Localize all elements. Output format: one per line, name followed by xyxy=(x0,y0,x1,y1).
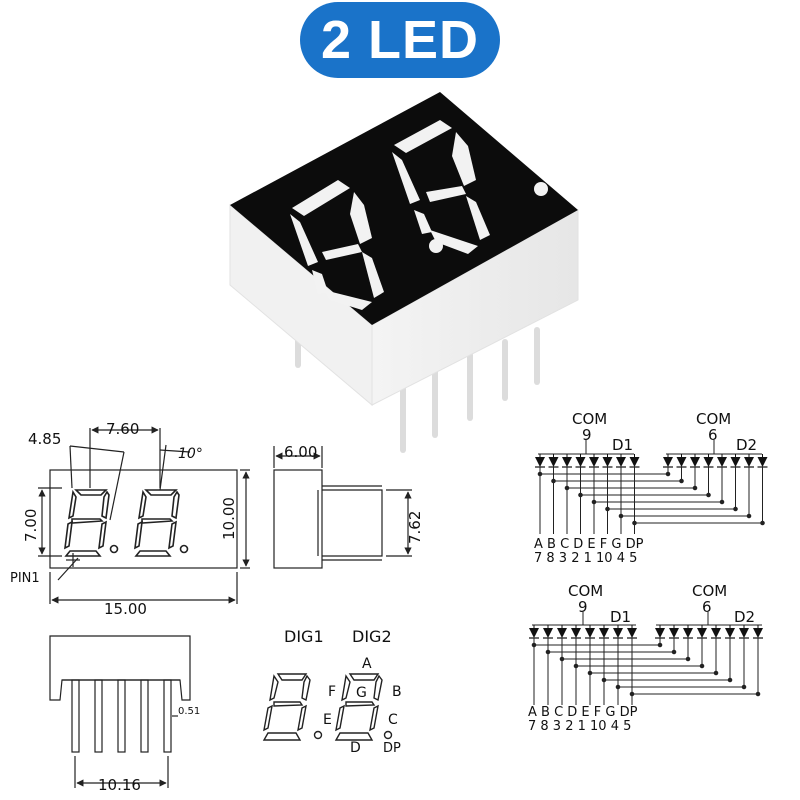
front-digit-1 xyxy=(64,489,119,557)
schematic-top-diodes xyxy=(535,454,768,468)
dim-digit-height-label: 7.00 xyxy=(22,509,40,542)
seg-a-label: A xyxy=(362,656,372,672)
diode-symbol xyxy=(697,628,707,638)
segments-label: A B C D E F G DP xyxy=(534,537,644,552)
dig2-label: DIG2 xyxy=(352,627,392,646)
diode-symbol xyxy=(616,457,626,467)
angle-label: 10° xyxy=(178,446,203,462)
diode-symbol xyxy=(739,628,749,638)
com1-pin-label: 9 xyxy=(578,598,588,616)
dim-digit-pitch-label: 7.60 xyxy=(106,420,139,438)
pins-label: 7 8 3 2 1 10 4 5 xyxy=(528,719,631,734)
diode-symbol xyxy=(683,628,693,638)
schematic-bottom: COM 9 D1 COM 6 D2 A B C D E F G DP 7 8 3… xyxy=(528,582,763,734)
bottom-view-drawing xyxy=(49,635,191,788)
com2-pin-label: 6 xyxy=(702,598,712,616)
side-view-labels: 6.00 7.62 xyxy=(284,443,424,544)
d2-label: D2 xyxy=(736,436,757,454)
d1-label: D1 xyxy=(612,436,633,454)
segments-label: A B C D E F G DP xyxy=(528,705,638,720)
diode-symbol xyxy=(613,628,623,638)
dp-2 xyxy=(534,182,548,196)
seg-b-label: B xyxy=(392,684,402,700)
dim-depth-label: 6.00 xyxy=(284,443,317,461)
schematic-top: COM 9 D1 COM 6 D2 A B C D E F G DP 7 8 3… xyxy=(534,410,768,566)
dim-span-label: 10.16 xyxy=(98,776,141,794)
diode-symbol xyxy=(589,457,599,467)
segment-map xyxy=(262,673,393,741)
diode-symbol xyxy=(757,457,768,467)
com2-label: COM xyxy=(696,410,731,428)
dig1-label: DIG1 xyxy=(284,627,324,646)
com1-pin-label: 9 xyxy=(582,426,592,444)
front-digit-2 xyxy=(134,489,189,557)
diode-symbol xyxy=(602,457,613,467)
seg-g-label: G xyxy=(356,685,367,701)
segment-map-digit-1 xyxy=(262,673,323,741)
diode-symbol xyxy=(535,457,545,467)
diode-symbol xyxy=(744,457,754,467)
digit-2-segments xyxy=(392,120,490,254)
com2-pin-label: 6 xyxy=(708,426,718,444)
dim-width-label: 15.00 xyxy=(104,600,147,618)
led-display-photo xyxy=(229,92,579,453)
diode-symbol xyxy=(557,628,567,638)
diode-symbol xyxy=(655,628,665,638)
led-face xyxy=(230,92,578,325)
diode-symbol xyxy=(711,628,721,638)
com1-label: COM xyxy=(568,582,603,600)
title-badge-label: 2 LED xyxy=(320,10,480,70)
segment-map-digit-2 xyxy=(334,673,393,741)
diode-symbol xyxy=(753,628,763,638)
diode-symbol xyxy=(627,628,637,638)
pins-label: 7 8 3 2 1 10 4 5 xyxy=(534,551,637,566)
bottom-view-labels: 0.51 10.16 xyxy=(98,706,200,794)
diode-symbol xyxy=(730,457,741,467)
diode-symbol xyxy=(529,628,539,638)
d1-label: D1 xyxy=(610,608,631,626)
seg-c-label: C xyxy=(388,712,398,728)
diode-symbol xyxy=(543,628,553,638)
segment-map-labels: DIG1 DIG2 A B C D E F G DP xyxy=(284,627,402,756)
diode-symbol xyxy=(690,457,700,467)
diode-symbol xyxy=(599,628,609,638)
dim-height-label: 10.00 xyxy=(220,497,238,540)
diode-symbol xyxy=(703,457,714,467)
diode-symbol xyxy=(575,457,586,467)
schematic-bottom-bus xyxy=(531,638,761,705)
diode-symbol xyxy=(548,457,559,467)
schematic-top-bus xyxy=(537,467,765,534)
seg-dp-label: DP xyxy=(383,741,401,756)
dim-offset-label: 4.85 xyxy=(28,430,61,448)
diode-symbol xyxy=(669,628,679,638)
seg-d-label: D xyxy=(350,740,361,756)
title-badge: 2 LED xyxy=(300,2,500,78)
diode-symbol xyxy=(676,457,687,467)
com2-label: COM xyxy=(692,582,727,600)
dp-1 xyxy=(429,239,443,253)
digit-1-segments xyxy=(290,180,384,310)
com1-label: COM xyxy=(572,410,607,428)
pin1-label: PIN1 xyxy=(10,571,40,586)
seg-f-label: F xyxy=(328,684,336,700)
front-view-labels: 15.00 10.00 7.00 7.60 4.85 10° PIN1 xyxy=(10,420,238,618)
diode-symbol xyxy=(571,628,581,638)
seg-e-label: E xyxy=(323,712,332,728)
diode-symbol xyxy=(663,457,673,467)
schematic-bottom-diodes xyxy=(529,625,763,639)
diode-symbol xyxy=(562,457,572,467)
d2-label: D2 xyxy=(734,608,755,626)
dim-pin-pitch-label: 0.51 xyxy=(178,706,200,717)
front-view-drawing xyxy=(38,426,250,604)
dim-pin-spacing-label: 7.62 xyxy=(406,511,424,544)
diode-symbol xyxy=(585,628,595,638)
diode-symbol xyxy=(629,457,640,467)
side-view-drawing xyxy=(273,446,412,569)
diode-symbol xyxy=(725,628,735,638)
diode-symbol xyxy=(717,457,727,467)
